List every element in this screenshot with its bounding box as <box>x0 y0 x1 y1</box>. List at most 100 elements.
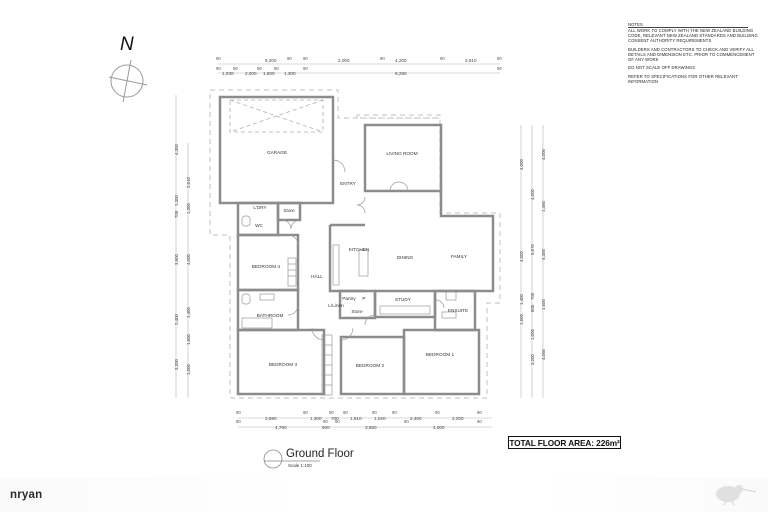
room-label-garage: GARAGE <box>267 150 287 155</box>
svg-text:1,020: 1,020 <box>374 416 386 421</box>
svg-text:90: 90 <box>257 66 262 71</box>
room-label-bedroom2: BEDROOM 2 <box>356 363 385 368</box>
room-label-bedroom4: BEDROOM 4 <box>252 264 281 269</box>
room-label-wc: WC <box>255 223 263 228</box>
svg-text:700: 700 <box>331 416 339 421</box>
svg-text:4,000: 4,000 <box>541 148 546 160</box>
svg-text:90: 90 <box>236 419 241 424</box>
room-label-living: LIVING ROOM <box>386 151 417 156</box>
footer-bar <box>0 478 768 512</box>
room-labels: GARAGE ENTRY LIVING ROOM L'DRY Store WC … <box>252 150 468 368</box>
dim: 6,200 <box>265 58 277 63</box>
svg-text:2,000: 2,000 <box>338 58 350 63</box>
vertical-dimension-values: 4,300 1,300 700 3,600 2,400 3,200 2,610 … <box>174 143 546 375</box>
svg-text:2,610: 2,610 <box>186 176 191 188</box>
svg-text:90: 90 <box>497 56 502 61</box>
svg-text:2,400: 2,400 <box>410 416 422 421</box>
svg-text:90: 90 <box>477 419 482 424</box>
room-label-family: FAMILY <box>451 254 468 259</box>
svg-text:2,000: 2,000 <box>245 71 257 76</box>
svg-text:90: 90 <box>497 66 502 71</box>
svg-text:4,300: 4,300 <box>174 143 179 155</box>
notes-heading: NOTES <box>628 22 748 28</box>
room-label-bedroom1: BEDROOM 1 <box>426 352 455 357</box>
svg-text:4,000: 4,000 <box>519 250 524 262</box>
svg-text:700: 700 <box>530 292 535 300</box>
svg-text:90: 90 <box>392 410 397 415</box>
garage-door <box>229 99 324 133</box>
dimension-lines <box>175 63 544 428</box>
svg-text:3,200: 3,200 <box>174 358 179 370</box>
svg-text:700: 700 <box>174 210 179 218</box>
eaves-outline <box>209 89 501 399</box>
room-label-store: Store <box>283 208 295 213</box>
svg-text:1,460: 1,460 <box>541 200 546 212</box>
svg-text:90: 90 <box>303 56 308 61</box>
room-label-store2: Store <box>351 309 363 314</box>
svg-text:1,000: 1,000 <box>186 363 191 375</box>
kiwi-bird-logo-icon <box>716 485 757 506</box>
plan-title: Ground Floor <box>286 448 354 460</box>
svg-text:4,060: 4,060 <box>541 348 546 360</box>
room-label-bathroom: BATHROOM <box>257 313 284 318</box>
svg-text:90: 90 <box>372 410 377 415</box>
svg-text:1,400: 1,400 <box>186 306 191 318</box>
svg-text:90: 90 <box>274 66 279 71</box>
svg-text:3,600: 3,600 <box>174 253 179 265</box>
svg-text:4,790: 4,790 <box>275 425 287 430</box>
note-item: DO NOT SCALE OFF DRAWINGS <box>628 65 696 70</box>
svg-text:1,300: 1,300 <box>174 194 179 206</box>
plan-scale: Scale 1:100 <box>288 463 312 468</box>
svg-text:90: 90 <box>323 419 328 424</box>
room-label-ensuite: ENSUITE <box>448 308 468 313</box>
title-bubble-icon <box>263 449 320 469</box>
walls <box>218 95 495 396</box>
note-item: ALL WORK TO COMPLY WITH THE NEW ZEALAND … <box>628 28 758 43</box>
svg-text:1,600: 1,600 <box>541 298 546 310</box>
note-item: REFER TO SPECIFICATIONS FOR OTHER RELEVA… <box>628 73 738 84</box>
svg-text:1,600: 1,600 <box>263 71 275 76</box>
svg-text:2,400: 2,400 <box>174 313 179 325</box>
svg-text:90: 90 <box>303 66 308 71</box>
svg-text:800: 800 <box>530 304 535 312</box>
svg-text:4,000: 4,000 <box>433 425 445 430</box>
room-label-laundry: L'DRY <box>253 205 267 210</box>
svg-text:4,000: 4,000 <box>519 158 524 170</box>
svg-text:90: 90 <box>380 56 385 61</box>
svg-text:3,690: 3,690 <box>265 416 277 421</box>
svg-text:4,000: 4,000 <box>530 188 535 200</box>
svg-text:1,300: 1,300 <box>284 71 296 76</box>
svg-text:2,610: 2,610 <box>465 58 477 63</box>
svg-text:5,670: 5,670 <box>530 243 535 255</box>
svg-text:90: 90 <box>216 56 221 61</box>
svg-text:1,030: 1,030 <box>222 71 234 76</box>
door-swings <box>281 159 445 341</box>
svg-text:3,850: 3,850 <box>365 425 377 430</box>
svg-text:1,300: 1,300 <box>310 416 322 421</box>
svg-text:90: 90 <box>404 419 409 424</box>
svg-text:4,000: 4,000 <box>186 253 191 265</box>
svg-text:3,200: 3,200 <box>530 353 535 365</box>
svg-text:1,300: 1,300 <box>186 202 191 214</box>
svg-text:1,600: 1,600 <box>186 333 191 345</box>
svg-text:1,610: 1,610 <box>350 416 362 421</box>
svg-text:4,300: 4,300 <box>541 248 546 260</box>
dimension-values: 6,200 2,000 4,200 2,610 1,030 2,000 1,60… <box>222 58 477 430</box>
room-label-pantry: Pantry <box>342 296 356 301</box>
svg-text:90: 90 <box>343 410 348 415</box>
agency-brand: nryan <box>10 489 43 501</box>
svg-text:90: 90 <box>329 410 334 415</box>
svg-text:4,200: 4,200 <box>395 58 407 63</box>
svg-text:1,400: 1,400 <box>519 293 524 305</box>
room-label-study: STUDY <box>395 297 412 302</box>
room-label-p: P <box>362 296 365 301</box>
svg-text:2,200: 2,200 <box>452 416 464 421</box>
svg-text:90: 90 <box>216 66 221 71</box>
svg-text:1,000: 1,000 <box>530 328 535 340</box>
svg-text:90: 90 <box>477 410 482 415</box>
svg-text:9,290: 9,290 <box>395 71 407 76</box>
svg-text:90: 90 <box>236 410 241 415</box>
svg-text:90: 90 <box>303 410 308 415</box>
